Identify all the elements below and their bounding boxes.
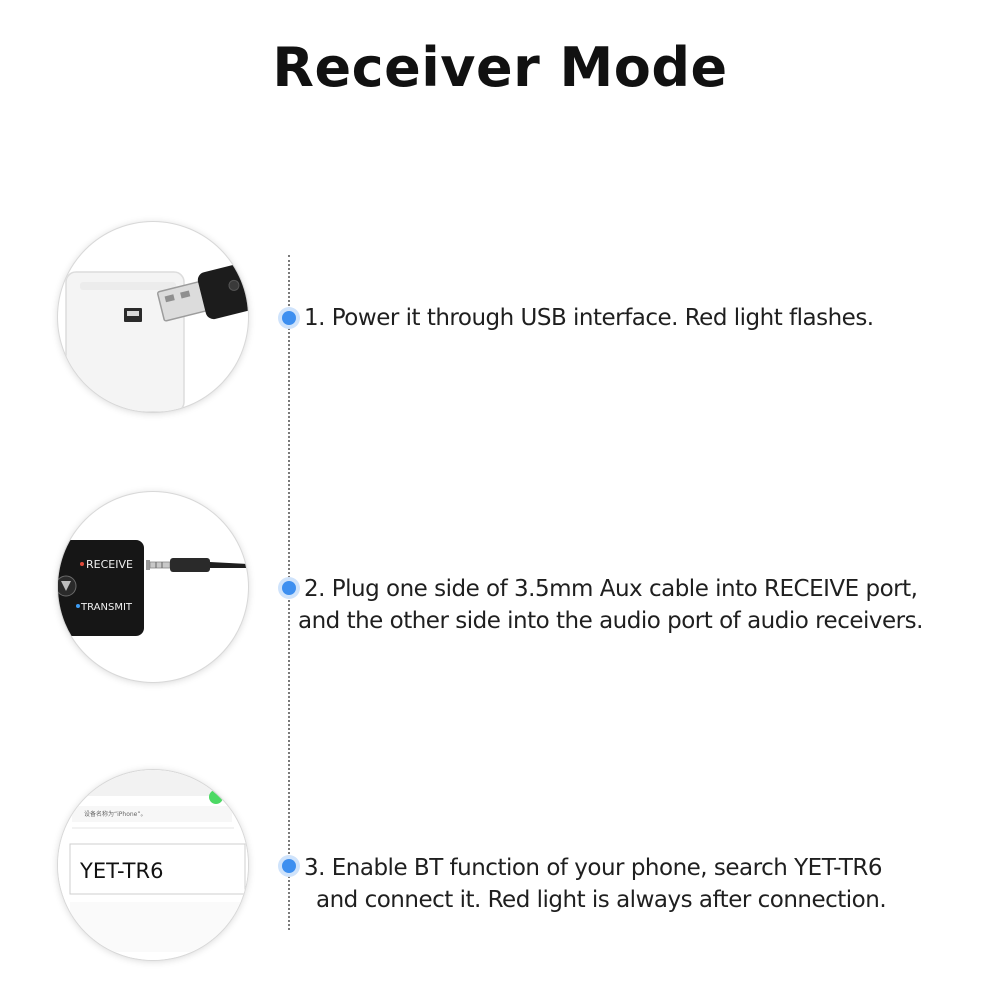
page-title: Receiver Mode (272, 36, 728, 99)
step-2-line-2: and the other side into the audio port o… (298, 608, 923, 634)
step-1-line-1: 1. Power it through USB interface. Red l… (304, 305, 874, 331)
aux-cable-icon: RECEIVE TRANSMIT (58, 540, 248, 636)
phone-bluetooth-image: 设备名称为“iPhone”。 YET-TR6 (58, 770, 248, 960)
usb-charger-image (58, 222, 248, 412)
step-3-text: 3. Enable BT function of your phone, sea… (304, 852, 887, 916)
step-2-bullet (282, 581, 296, 595)
step-3-line-2: and connect it. Red light is always afte… (316, 887, 887, 913)
step-1-bullet (282, 311, 296, 325)
receive-label: RECEIVE (86, 558, 133, 571)
usb-charger-icon (65, 263, 248, 412)
phone-small-text: 设备名称为“iPhone”。 (84, 810, 146, 818)
transmit-label: TRANSMIT (80, 602, 133, 613)
step-3-line-1: 3. Enable BT function of your phone, sea… (304, 855, 883, 881)
aux-cable-image: RECEIVE TRANSMIT (58, 492, 248, 682)
step-1-text: 1. Power it through USB interface. Red l… (304, 302, 874, 334)
step-2-text: 2. Plug one side of 3.5mm Aux cable into… (298, 573, 923, 637)
step-2-line-1: 2. Plug one side of 3.5mm Aux cable into… (304, 576, 918, 602)
phone-bluetooth-icon: 设备名称为“iPhone”。 YET-TR6 (58, 770, 248, 960)
step-3-bullet (282, 859, 296, 873)
device-name-label: YET-TR6 (79, 859, 163, 883)
